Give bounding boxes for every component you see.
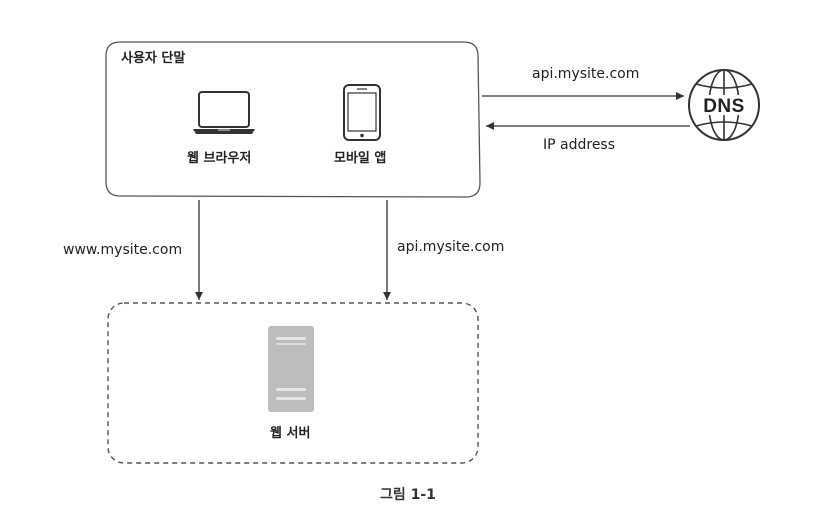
figure-caption: 그림 1-1 (380, 487, 436, 503)
dns-request-label: api.mysite.com (532, 66, 640, 82)
server-icon (268, 326, 314, 412)
dns-response-label: IP address (543, 137, 616, 153)
client-box-border (105, 41, 481, 198)
mobile-app-label: 모바일 앱 (334, 151, 387, 166)
web-server-label: 웹 서버 (270, 426, 311, 441)
web-browser-label: 웹 브라우저 (187, 151, 252, 166)
dns-label: DNS (703, 96, 745, 117)
globe-icon: DNS (688, 69, 760, 141)
browser-connection-label: www.mysite.com (63, 242, 183, 258)
smartphone-icon (343, 84, 381, 141)
client-box-title: 사용자 단말 (121, 51, 186, 66)
mobile-connection-label: api.mysite.com (397, 239, 505, 255)
laptop-icon (193, 91, 255, 134)
server-box-border (107, 302, 479, 464)
